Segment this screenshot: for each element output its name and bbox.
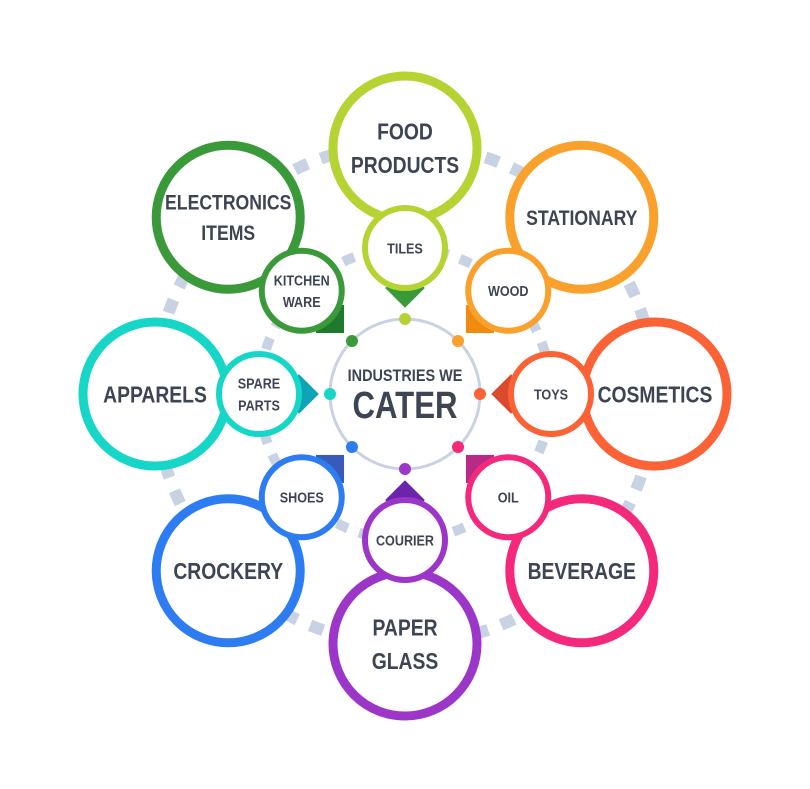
- inner-label: KITCHEN: [274, 271, 330, 288]
- segment-electronics-items: ELECTRONICS ITEMS KITCHEN WARE: [151, 140, 345, 334]
- inner-circle: [258, 454, 345, 541]
- center-dot: [399, 313, 411, 325]
- inner-circle: [465, 454, 552, 541]
- center-dot: [399, 463, 411, 475]
- inner-label: SHOES: [280, 489, 324, 506]
- segment-beverage: BEVERAGE OIL: [465, 454, 659, 648]
- outer-label: PAPER: [372, 616, 437, 641]
- outer-circle: [151, 140, 305, 294]
- outer-label: BEVERAGE: [528, 560, 636, 585]
- center-dot: [474, 388, 486, 400]
- center-dot: [345, 441, 358, 454]
- inner-circle: [465, 247, 552, 334]
- outer-circle: [328, 567, 482, 721]
- outer-label: GLASS: [372, 649, 439, 674]
- outer-label: ELECTRONICS: [165, 191, 291, 215]
- center-title: CATER: [353, 385, 458, 427]
- center-dot: [345, 334, 358, 347]
- center-hub: INDUSTRIES WE CATER: [324, 313, 486, 475]
- outer-label: FOOD: [377, 120, 433, 145]
- outer-label: STATIONARY: [526, 206, 637, 230]
- inner-label: TOYS: [534, 385, 568, 402]
- inner-circle: [216, 351, 302, 437]
- inner-label: PARTS: [238, 396, 280, 413]
- inner-label: WARE: [283, 293, 321, 310]
- inner-label: WOOD: [488, 282, 529, 299]
- outer-circle: [505, 494, 659, 648]
- segment-cosmetics: COSMETICS TOYS: [491, 317, 732, 471]
- segment-food-products: FOOD PRODUCTS TILES: [328, 71, 482, 308]
- segment-paper-glass: PAPER GLASS COURIER: [328, 480, 482, 721]
- outer-label: PRODUCTS: [351, 153, 459, 178]
- inner-circle: [362, 497, 448, 583]
- inner-circle: [508, 351, 594, 437]
- segment-stationary: STATIONARY WOOD: [465, 140, 659, 334]
- outer-label: COSMETICS: [598, 383, 713, 408]
- outer-circle: [505, 140, 659, 294]
- inner-circle: [258, 247, 345, 334]
- outer-label: CROCKERY: [173, 560, 283, 585]
- nodes: FOOD PRODUCTS TILES STATIONARY WOOD COSMETICS…: [78, 71, 732, 721]
- inner-label: OIL: [498, 489, 519, 506]
- segment-crockery: CROCKERY SHOES: [151, 454, 345, 648]
- inner-label: TILES: [387, 239, 423, 256]
- outer-label: APPARELS: [103, 383, 207, 408]
- outer-circle: [151, 494, 305, 648]
- segment-apparels: APPARELS SPARE PARTS: [78, 317, 319, 471]
- center-subtitle: INDUSTRIES WE: [348, 367, 463, 385]
- center-dot: [324, 388, 336, 400]
- outer-circle: [328, 71, 482, 225]
- inner-label: COURIER: [376, 531, 434, 548]
- inner-circle: [362, 205, 448, 291]
- outer-label: ITEMS: [201, 222, 255, 246]
- center-dot: [452, 441, 465, 454]
- inner-label: SPARE: [238, 374, 280, 391]
- center-dot: [452, 334, 465, 347]
